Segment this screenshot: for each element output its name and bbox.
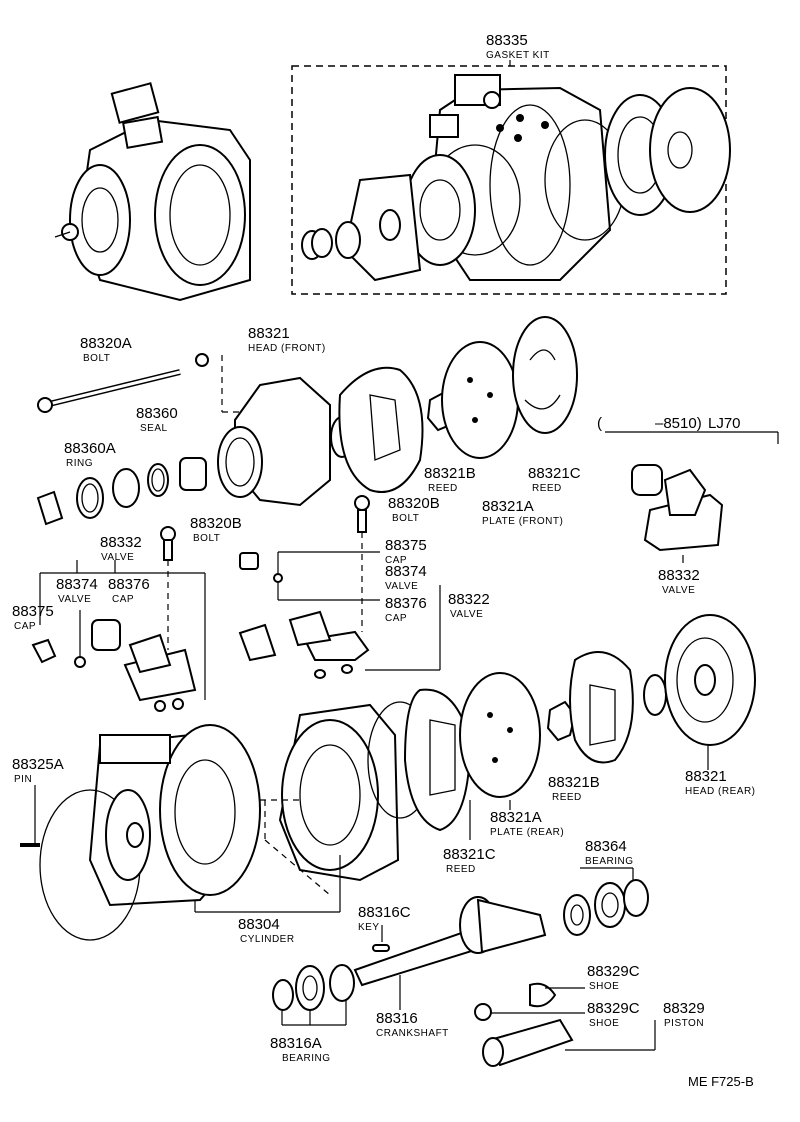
callout-number: 88332 — [658, 567, 700, 584]
callout-number: 88360A — [64, 440, 116, 457]
callout-desc: CAP — [14, 621, 36, 632]
callout-desc: CAP — [385, 555, 407, 566]
callout-number: 88325A — [12, 756, 64, 773]
callout-number: 88329C — [587, 963, 640, 980]
callout-number: 88316 — [376, 1010, 418, 1027]
callout-number: 88360 — [136, 405, 178, 422]
callout-desc: BEARING — [282, 1053, 331, 1064]
callout-number: 88321 — [685, 768, 727, 785]
callout-number: 88321B — [548, 774, 600, 791]
callout-desc: GASKET KIT — [486, 50, 550, 61]
callout-desc: PLATE (FRONT) — [482, 516, 563, 527]
callout-number: 88374 — [385, 563, 427, 580]
callout-desc: PISTON — [664, 1018, 704, 1029]
front-head-row — [36, 316, 578, 526]
callout-number: 88320B — [388, 495, 440, 512]
callout-desc: BOLT — [83, 353, 110, 364]
callout-desc: SHOE — [589, 1018, 619, 1029]
applicability-model: LJ70 — [708, 415, 741, 432]
callout-desc: BOLT — [392, 513, 419, 524]
callout-desc: CAP — [385, 613, 407, 624]
callout-desc: REED — [552, 792, 582, 803]
callout-desc: CYLINDER — [240, 934, 295, 945]
callout-desc: VALVE — [101, 552, 134, 563]
callout-desc: VALVE — [450, 609, 483, 620]
callout-desc: PIN — [14, 774, 32, 785]
callout-number: 88374 — [56, 576, 98, 593]
compressor-assembly-image — [54, 82, 251, 302]
callout-number: 88321 — [248, 325, 290, 342]
callout-desc: HEAD (REAR) — [685, 786, 756, 797]
callout-desc: CAP — [112, 594, 134, 605]
callout-number: 88320A — [80, 335, 132, 352]
callout-desc: KEY — [358, 922, 380, 933]
figure-code: ME F725-B — [688, 1074, 754, 1089]
callout-number: 88329C — [587, 1000, 640, 1017]
callout-desc: REED — [428, 483, 458, 494]
callout-number: 88364 — [585, 838, 627, 855]
callout-desc: RING — [66, 458, 93, 469]
callout-number: 88316A — [270, 1035, 322, 1052]
callout-number: 88321B — [424, 465, 476, 482]
callout-desc: VALVE — [662, 585, 695, 596]
callout-desc: BOLT — [193, 533, 220, 544]
callout-desc: REED — [532, 483, 562, 494]
callout-number: 88375 — [12, 603, 54, 620]
callout-number: 88320B — [190, 515, 242, 532]
applicability-open: ( — [597, 415, 602, 432]
callout-desc: HEAD (FRONT) — [248, 343, 326, 354]
callout-desc: BEARING — [585, 856, 634, 867]
gasket-kit-group — [291, 60, 731, 295]
callout-number: 88375 — [385, 537, 427, 554]
callout-number: 88321A — [490, 809, 542, 826]
callout-number: 88321C — [443, 846, 496, 863]
callout-desc: CRANKSHAFT — [376, 1028, 449, 1039]
callout-number: 88322 — [448, 591, 490, 608]
crankshaft-group — [272, 800, 656, 1067]
callout-desc: VALVE — [58, 594, 91, 605]
callout-number: 88321C — [528, 465, 581, 482]
callout-desc: REED — [446, 864, 476, 875]
callout-number: 88316C — [358, 904, 411, 921]
cylinder-row — [20, 614, 756, 941]
callout-labels: 88335 GASKET KIT 88320A BOLT 88321 HEAD … — [12, 32, 756, 1089]
callout-number: 88335 — [486, 32, 528, 49]
left-valve-group — [31, 526, 206, 712]
lj70-valve-group — [605, 431, 779, 563]
callout-desc: PLATE (REAR) — [490, 827, 564, 838]
callout-number: 88332 — [100, 534, 142, 551]
callout-number: 88321A — [482, 498, 534, 515]
callout-desc: SEAL — [140, 423, 168, 434]
callout-number: 88376 — [108, 576, 150, 593]
callout-desc: VALVE — [385, 581, 418, 592]
callout-number: 88304 — [238, 916, 280, 933]
applicability-range: –8510) — [655, 415, 702, 432]
callout-desc: SHOE — [589, 981, 619, 992]
callout-number: 88376 — [385, 595, 427, 612]
mid-valve-group — [238, 495, 441, 679]
callout-number: 88329 — [663, 1000, 705, 1017]
